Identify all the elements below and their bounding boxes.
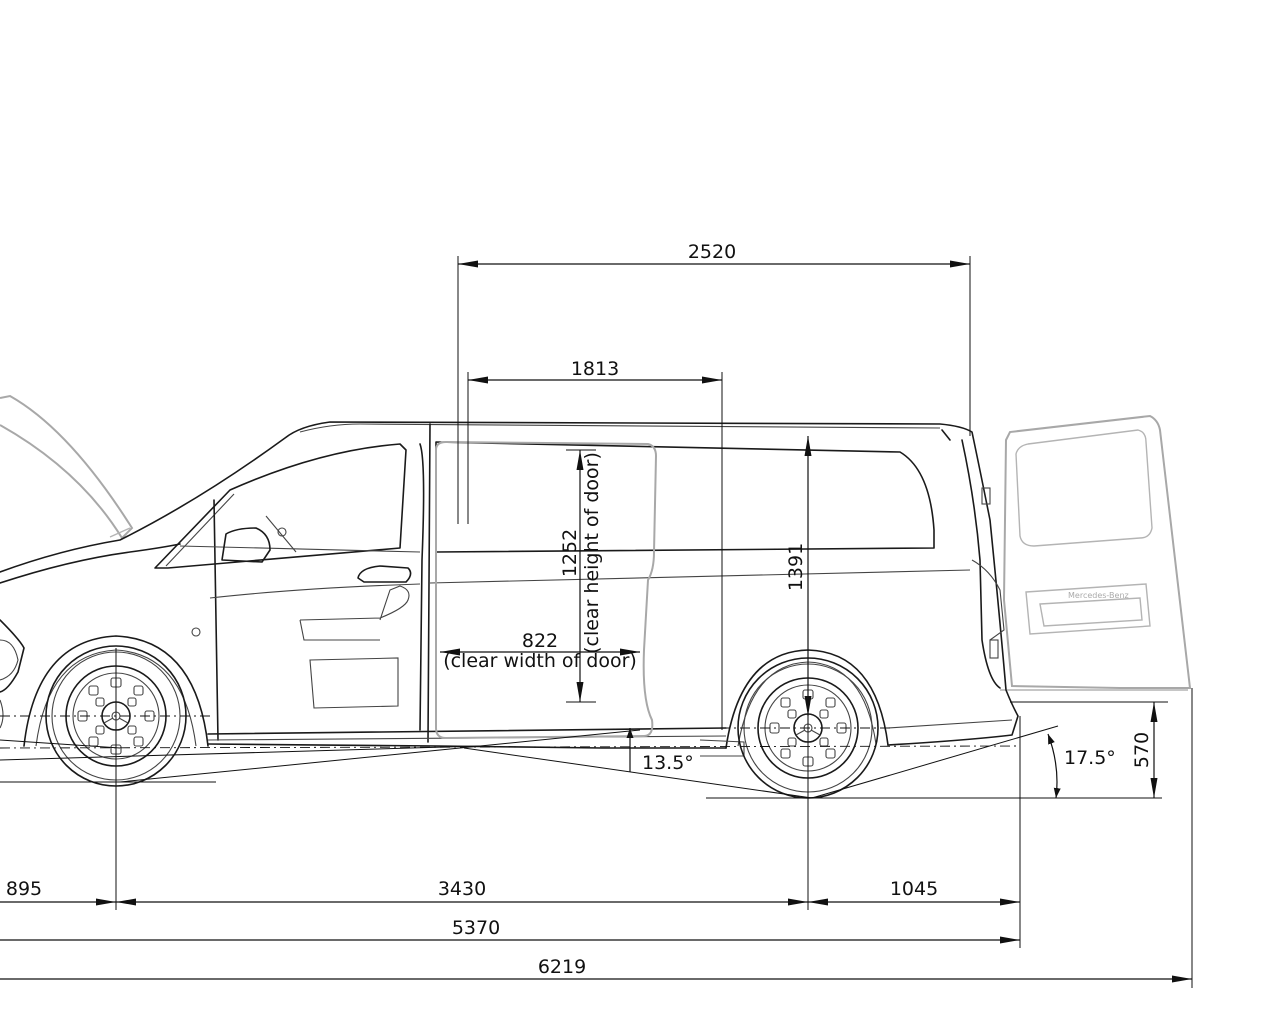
van-body xyxy=(0,421,1019,757)
length-5370-label: 5370 xyxy=(452,917,500,939)
dimension-lines xyxy=(0,260,1192,983)
door-badge-ghost: Mercedes-Benz xyxy=(1068,591,1129,600)
door-width-value: 822 xyxy=(522,630,558,652)
open-rear-door-ghost: Mercedes-Benz xyxy=(1000,414,1192,691)
departure-angle-label: 17.5° xyxy=(1064,747,1116,769)
ramp-angle-label: 13.5° xyxy=(642,752,694,774)
door-height-value: 1252 xyxy=(559,529,581,577)
front-overhang-label: 895 xyxy=(6,878,42,900)
ground-and-center-lines xyxy=(0,715,1162,799)
door-width-caption: (clear width of door) xyxy=(443,650,637,672)
door-height-caption: (clear height of door) xyxy=(581,452,603,654)
sliding-door-outline xyxy=(435,440,658,740)
dimension-labels: 2520 1813 1252 (clear height of door) 13… xyxy=(6,241,1153,978)
load-sill-height-label: 570 xyxy=(1131,732,1153,768)
dim-2520-label: 2520 xyxy=(688,241,736,263)
extension-lines xyxy=(115,256,1193,988)
interior-height-label: 1391 xyxy=(785,543,807,591)
length-6219-label: 6219 xyxy=(538,956,586,978)
dim-1813-label: 1813 xyxy=(571,358,619,380)
rear-overhang-label: 1045 xyxy=(890,878,938,900)
wheelbase-label: 3430 xyxy=(438,878,486,900)
open-hood-ghost xyxy=(0,394,134,540)
